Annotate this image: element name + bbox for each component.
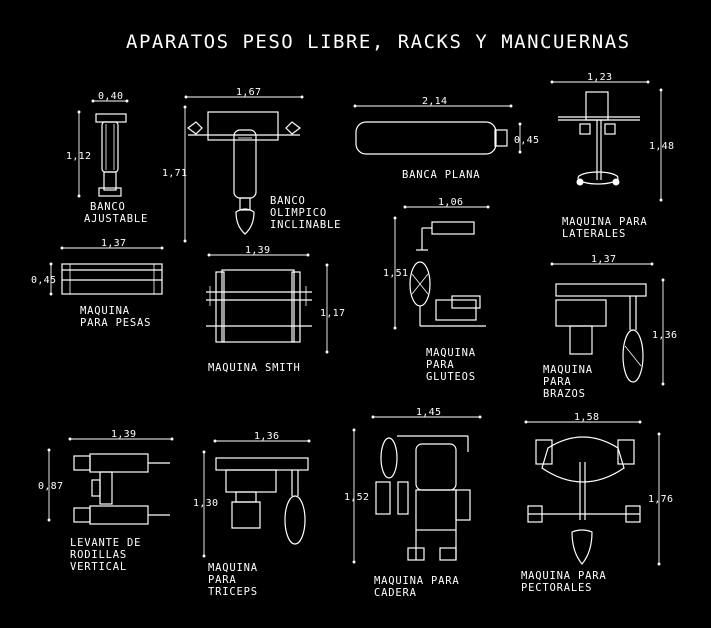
label-line-1: MAQUINA PARA xyxy=(521,570,606,582)
label-line-2: CADERA xyxy=(374,587,417,599)
dim-width: 1,39 xyxy=(111,429,136,440)
dim-width: 1,58 xyxy=(574,412,599,423)
label-line-2: OLIMPICO xyxy=(270,207,327,219)
banca-plana: 2,14 0,45 BANCA PLANA xyxy=(353,96,539,181)
dim-height: 1,12 xyxy=(66,151,91,162)
label-line-2: PARA xyxy=(543,376,572,388)
maquina-triceps: 1,36 1,30 MAQUINA PARA TRICEPS xyxy=(193,431,311,598)
banco-olimpico: 1,67 1,71 BANCO OLIMPICO INCLINABLE xyxy=(162,87,341,243)
label-line-1: MAQUINA PARA xyxy=(374,575,459,587)
dim-height: 1,52 xyxy=(344,492,369,503)
maquina-brazos: 1,37 1,36 MAQUINA PARA BRAZOS xyxy=(543,254,677,400)
dim-width: 1,36 xyxy=(254,431,279,442)
label-line-3: TRICEPS xyxy=(208,586,258,598)
dim-height: 1,51 xyxy=(383,268,408,279)
maquina-cadera: 1,45 1,52 MAQUINA PARA CADERA xyxy=(344,407,482,599)
label-line-2: RODILLAS xyxy=(70,549,127,561)
dim-width: 1,06 xyxy=(438,197,463,208)
label-line-1: MAQUINA SMITH xyxy=(208,362,301,374)
dim-height: 1,71 xyxy=(162,168,187,179)
maquina-pesas: 1,37 0,45 MAQUINA PARA PESAS xyxy=(31,238,164,329)
dim-width: 1,67 xyxy=(236,87,261,98)
label-line-1: MAQUINA PARA xyxy=(562,216,647,228)
label-line-1: MAQUINA xyxy=(208,562,258,574)
dim-width: 1,37 xyxy=(591,254,616,265)
maquina-laterales: 1,23 1,48 MAQUINA PARA LATERALES xyxy=(550,72,674,240)
label-line-2: PARA xyxy=(426,359,455,371)
dim-width: 1,23 xyxy=(587,72,612,83)
label-line-1: MAQUINA xyxy=(543,364,593,376)
dim-height: 1,17 xyxy=(320,308,345,319)
label-line-2: PECTORALES xyxy=(521,582,592,594)
dim-width: 2,14 xyxy=(422,96,447,107)
drawing-title: APARATOS PESO LIBRE, RACKS Y MANCUERNAS xyxy=(126,31,631,53)
dim-height: 1,30 xyxy=(193,498,218,509)
label-line-1: BANCA PLANA xyxy=(402,169,480,181)
label-line-1: BANCO xyxy=(270,195,306,207)
banco-ajustable: 0,40 1,12 BANCO AJUSTABLE xyxy=(66,91,148,225)
label-line-3: VERTICAL xyxy=(70,561,127,573)
label-line-1: MAQUINA xyxy=(80,305,130,317)
dim-height: 0,45 xyxy=(514,135,539,146)
maquina-smith: 1,39 1,17 MAQUINA SMITH xyxy=(206,245,345,374)
label-line-3: GLUTEOS xyxy=(426,371,476,383)
dim-width: 0,40 xyxy=(98,91,123,102)
label-line-2: PARA xyxy=(208,574,237,586)
dim-height: 0,87 xyxy=(38,481,63,492)
label-line-2: PARA PESAS xyxy=(80,317,151,329)
label-line-3: INCLINABLE xyxy=(270,219,341,231)
label-line-1: MAQUINA xyxy=(426,347,476,359)
dim-height: 1,48 xyxy=(649,141,674,152)
dim-width: 1,39 xyxy=(245,245,270,256)
levante-rodillas: 1,39 0,87 LEVANTE DE RODILLAS VERTICAL xyxy=(38,429,174,573)
label-line-1: BANCO xyxy=(90,201,126,213)
dim-width: 1,37 xyxy=(101,238,126,249)
maquina-pectorales: 1,58 1,76 MAQUINA PARA PECTORALES xyxy=(521,412,673,594)
dim-height: 0,45 xyxy=(31,275,56,286)
maquina-gluteos: 1,06 1,51 MAQUINA PARA GLUTEOS xyxy=(383,197,490,383)
dim-width: 1,45 xyxy=(416,407,441,418)
label-line-1: LEVANTE DE xyxy=(70,537,141,549)
label-line-2: AJUSTABLE xyxy=(84,213,148,225)
dim-height: 1,76 xyxy=(648,494,673,505)
dim-height: 1,36 xyxy=(652,330,677,341)
label-line-3: BRAZOS xyxy=(543,388,586,400)
label-line-2: LATERALES xyxy=(562,228,626,240)
